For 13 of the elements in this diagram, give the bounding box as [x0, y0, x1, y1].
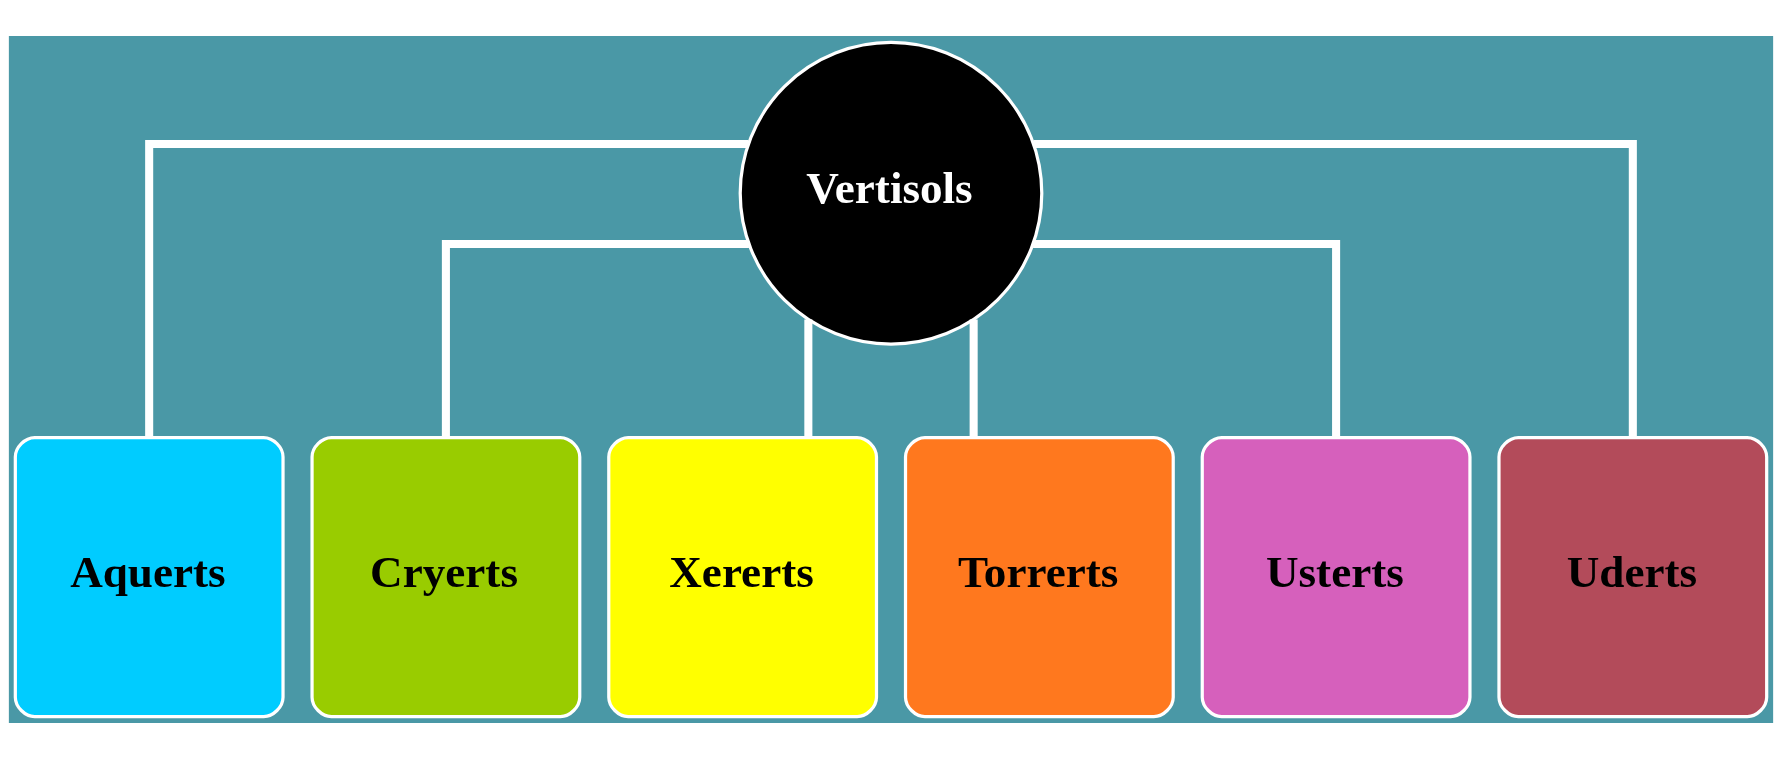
node-box: Uderts — [1497, 435, 1769, 719]
connector — [1033, 240, 1341, 438]
node-box: Usterts — [1200, 435, 1472, 719]
connector — [969, 319, 978, 438]
connector — [1033, 140, 1637, 438]
node-box: Cryerts — [310, 435, 582, 719]
node-box: Xererts — [607, 435, 879, 719]
connector — [804, 319, 813, 438]
node-circle: Vertisols — [738, 40, 1044, 346]
node-box: Aquerts — [13, 435, 285, 719]
connector — [441, 240, 749, 438]
node-box: Torrerts — [903, 435, 1175, 719]
connector — [145, 140, 749, 438]
